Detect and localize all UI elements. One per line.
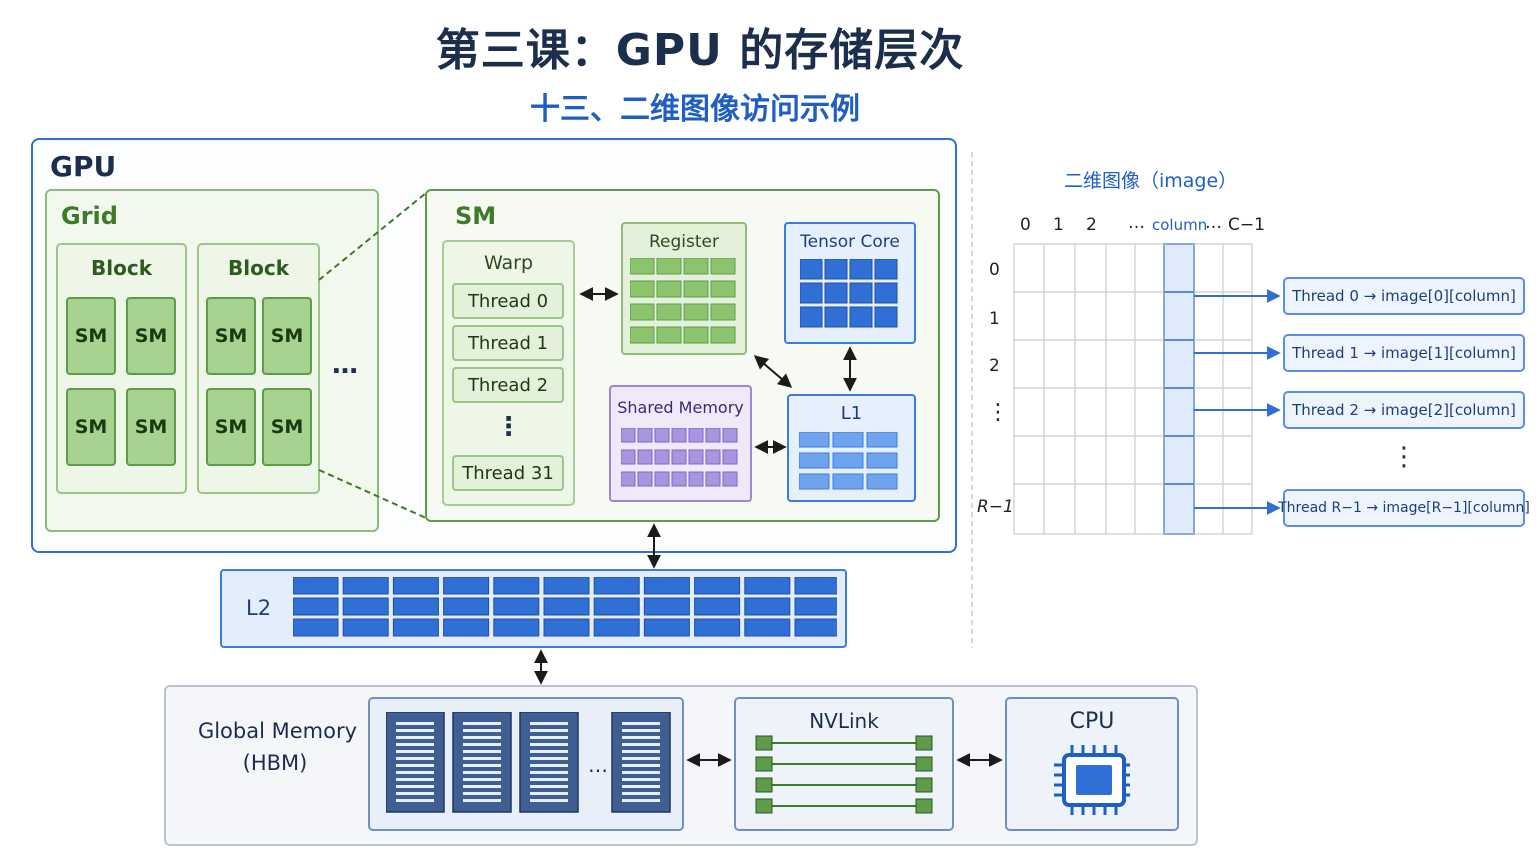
col-label: …	[1128, 213, 1145, 233]
thread-list-ellipsis: ⋮	[1391, 442, 1417, 472]
l1-cache-cells	[799, 432, 898, 490]
l2-cache-cell	[293, 597, 339, 616]
l2-cache-label: L2	[246, 596, 272, 620]
row-label: R−1	[977, 497, 1014, 517]
thread-access-label: Thread 0 → image[0][column]	[1283, 277, 1525, 315]
col-label: …	[1205, 213, 1222, 233]
warp-thread: Thread 1	[452, 325, 564, 361]
warp-thread: Thread 31	[452, 455, 564, 491]
hbm-stacks	[386, 712, 671, 813]
cpu-label: CPU	[1069, 709, 1115, 734]
grid-label: Grid	[61, 202, 118, 230]
tensor-core-cells	[800, 259, 898, 328]
l2-cache-cell	[493, 597, 540, 616]
cpu-chip-icon	[1054, 745, 1130, 815]
sm-unit: SM	[206, 297, 256, 375]
l2-cache-cell	[593, 597, 640, 616]
shared-memory-cells	[621, 428, 738, 487]
thread-access-label: Thread R−1 → image[R−1][column]	[1278, 489, 1530, 527]
col-label: 0	[1020, 215, 1031, 235]
sm-unit: SM	[262, 297, 312, 375]
register-cells	[630, 258, 736, 344]
l2-cache-cell	[293, 618, 339, 637]
l2-cache-cell	[643, 597, 690, 616]
col-label: 2	[1086, 215, 1097, 235]
tensor-core-label: Tensor Core	[800, 232, 900, 252]
sm-unit: SM	[262, 388, 312, 466]
row-label: 0	[989, 260, 1000, 280]
l2-cache-cells	[293, 577, 837, 637]
global-memory-sublabel: (HBM)	[242, 751, 308, 775]
hbm-stack	[519, 712, 579, 813]
page-title: 第三课：GPU 的存储层次	[435, 25, 965, 76]
hbm-ellipsis: …	[588, 753, 608, 777]
global-memory-label: Global Memory	[197, 719, 358, 743]
l2-cache-cell	[694, 577, 741, 595]
block-label: Block	[228, 256, 289, 280]
col-label-column: column	[1152, 216, 1208, 234]
l2-cache-cell	[293, 577, 339, 595]
l2-cache-cell	[744, 577, 791, 595]
l2-cache-cell	[794, 597, 837, 616]
row-label: ⋮	[987, 400, 1009, 425]
l2-cache-cell	[392, 597, 439, 616]
col-label: 1	[1053, 215, 1064, 235]
l2-cache-cell	[493, 618, 540, 637]
shared-memory-label: Shared Memory	[617, 398, 744, 417]
l2-cache-cell	[694, 597, 741, 616]
nvlink-lanes-icon	[755, 735, 933, 814]
register-label: Register	[649, 232, 719, 252]
l2-cache-cell	[794, 577, 837, 595]
more-blocks-ellipsis: …	[332, 350, 358, 380]
l2-cache-cell	[342, 577, 389, 595]
nvlink-label: NVLink	[809, 709, 879, 733]
l2-cache-cell	[794, 618, 837, 637]
thread-access-label: Thread 2 → image[2][column]	[1283, 391, 1525, 429]
l2-cache-cell	[593, 577, 640, 595]
sm-unit: SM	[66, 297, 116, 375]
l2-cache-cell	[392, 618, 439, 637]
l2-cache-cell	[443, 597, 490, 616]
l2-cache-cell	[342, 597, 389, 616]
page-subtitle: 十三、二维图像访问示例	[530, 92, 860, 127]
warp-ellipsis: ⋮	[495, 412, 522, 442]
thread-access-label: Thread 1 → image[1][column]	[1283, 334, 1525, 372]
l2-cache-cell	[694, 618, 741, 637]
l2-cache-cell	[543, 577, 590, 595]
l2-cache-cell	[744, 597, 791, 616]
l2-cache-cell	[392, 577, 439, 595]
l2-cache-cell	[643, 618, 690, 637]
l2-cache-cell	[342, 618, 389, 637]
gpu-label: GPU	[50, 150, 117, 183]
l2-cache-cell	[643, 577, 690, 595]
warp-thread: Thread 0	[452, 283, 564, 319]
l2-cache-cell	[543, 597, 590, 616]
hbm-stack	[452, 712, 512, 813]
l1-cache-label: L1	[840, 403, 863, 424]
col-label: C−1	[1228, 215, 1265, 235]
l2-cache-cell	[493, 577, 540, 595]
l2-cache-cell	[593, 618, 640, 637]
warp-thread: Thread 2	[452, 367, 564, 403]
row-label: 1	[989, 309, 1000, 329]
block-label: Block	[91, 256, 152, 280]
sm-detail-label: SM	[455, 202, 497, 230]
image-grid	[1013, 243, 1253, 535]
row-label: 2	[989, 356, 1000, 376]
sm-unit: SM	[126, 297, 176, 375]
image-title: 二维图像（image）	[1064, 170, 1238, 192]
l2-cache-cell	[543, 618, 590, 637]
l2-cache-cell	[443, 577, 490, 595]
sm-unit: SM	[126, 388, 176, 466]
l2-cache-cell	[443, 618, 490, 637]
hbm-stack	[611, 712, 671, 813]
sm-unit: SM	[66, 388, 116, 466]
sm-unit: SM	[206, 388, 256, 466]
hbm-stack	[386, 712, 445, 813]
l2-cache-cell	[744, 618, 791, 637]
warp-label: Warp	[483, 252, 534, 274]
thread-access-arrows	[1194, 289, 1281, 515]
